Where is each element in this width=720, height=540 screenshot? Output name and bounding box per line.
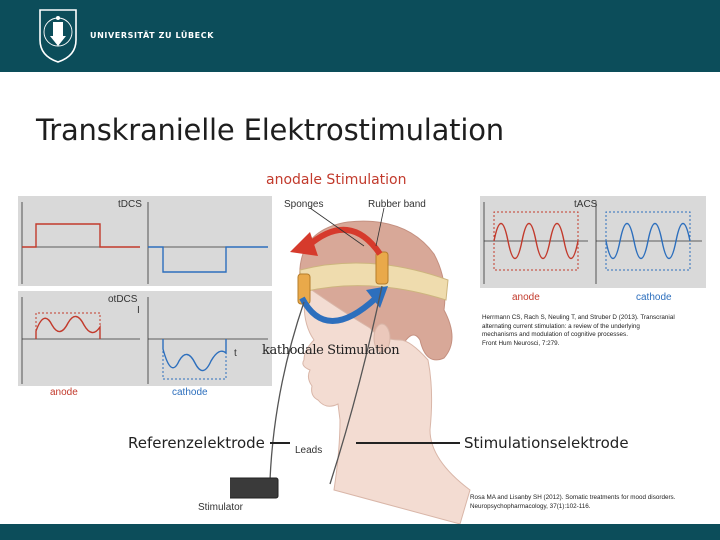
otdcs-cathode-envelope (162, 339, 227, 380)
footer-bar (0, 524, 720, 540)
slide-title: Transkranielle Elektrostimulation (36, 113, 504, 147)
tacs-label: tACS (574, 199, 598, 210)
tdcs-panel (18, 196, 272, 286)
otdcs-anode-wave (35, 315, 101, 339)
tacs-anode-label: anode (512, 292, 540, 303)
lead-wire-1 (269, 301, 305, 481)
anodal-stimulation-title: anodale Stimulation (266, 172, 407, 188)
head-illustration (230, 207, 471, 524)
tacs-panel (480, 196, 706, 288)
otdcs-current-label: I (137, 305, 140, 316)
reference-electrode-label: Referenzelektrode (128, 434, 265, 452)
rubber-band-label: Rubber band (368, 199, 426, 210)
tacs-cathode-wave (605, 222, 691, 260)
tacs-cathode-label: cathode (636, 292, 672, 303)
stimulator-label: Stimulator (198, 502, 244, 513)
citation-rosa: Rosa MA and Lisanby SH (2012). Somatic t… (470, 494, 676, 510)
reference-pointer-line (270, 442, 290, 444)
university-name: UNIVERSITÄT ZU LÜBECK (90, 31, 214, 40)
tacs-anode-wave (493, 222, 579, 260)
otdcs-time-label: t (234, 348, 237, 359)
red-current-arrow (306, 227, 383, 256)
leads-label: Leads (295, 445, 323, 456)
tdcs-anode-wave (22, 223, 140, 248)
tdcs-anode-label: anode (50, 387, 78, 398)
stimulation-electrode-label: Stimulationselektrode (464, 434, 629, 452)
tdcs-cathode-label: cathode (172, 387, 208, 398)
otdcs-label: otDCS (108, 294, 138, 305)
sponges-label: Sponges (284, 199, 324, 210)
otdcs-panel (18, 291, 272, 386)
blue-current-arrow (299, 295, 379, 324)
stimulator-box (230, 477, 279, 499)
university-seal-icon (39, 9, 77, 63)
ear (373, 323, 391, 353)
lead-wire-2 (329, 285, 383, 485)
header-bar: UNIVERSITÄT ZU LÜBECK (0, 0, 720, 72)
rubber-band (299, 262, 449, 301)
otdcs-cathode-wave (162, 339, 227, 372)
stimulation-pointer-line (356, 442, 460, 444)
cathodal-stimulation-label: kathodale Stimulation (262, 343, 400, 358)
citation-herrmann: Herrmann CS, Rach S, Neuling T, and Stru… (482, 314, 675, 347)
tdcs-cathode-wave (148, 246, 268, 273)
otdcs-anode-envelope (35, 312, 101, 339)
tdcs-label: tDCS (118, 199, 142, 210)
face (302, 285, 471, 524)
sponge-anode (375, 251, 389, 285)
